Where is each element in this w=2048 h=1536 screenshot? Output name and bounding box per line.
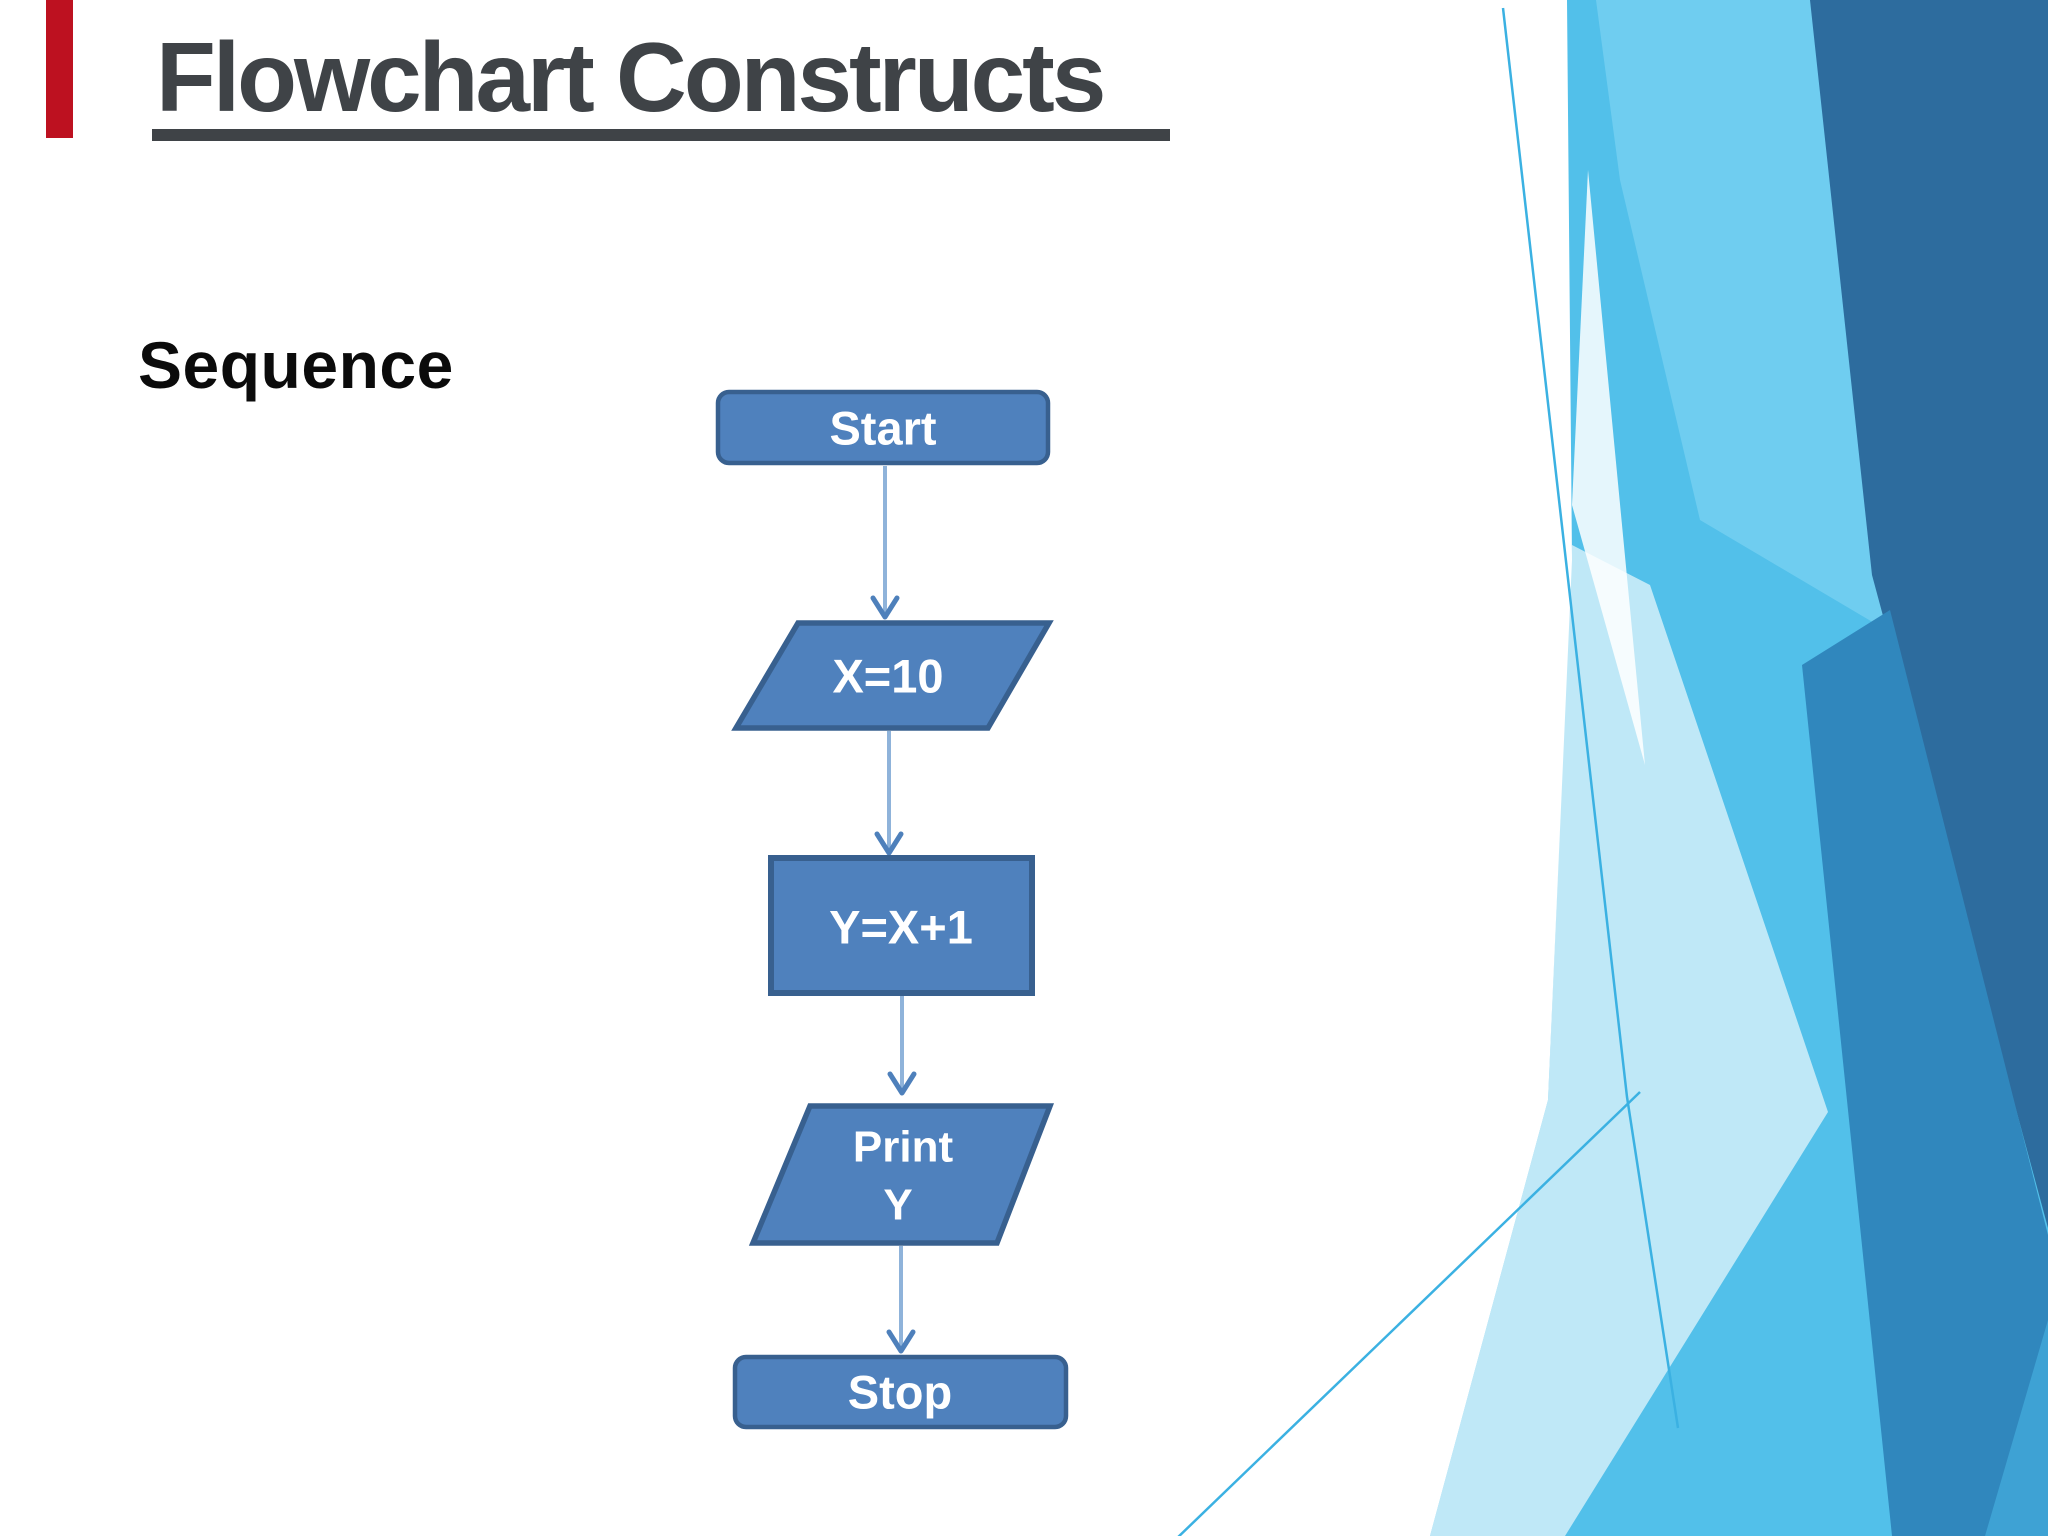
flowchart-node-stop: Stop — [732, 1354, 1069, 1430]
node-label-line2: Y — [883, 1181, 912, 1230]
flow-arrow-2 — [874, 731, 904, 856]
flow-arrow-3 — [887, 996, 917, 1096]
flowchart-node-process: Y=X+1 — [768, 855, 1035, 996]
terminator-shape — [715, 389, 1051, 466]
background-decoration — [1177, 0, 2048, 1536]
flowchart: Start X=10 Y=X+1 Print Y Stop — [715, 389, 1069, 1430]
node-label: Stop — [848, 1366, 952, 1419]
flowchart-node-output: Print Y — [748, 1103, 1055, 1246]
arrow-head-icon — [870, 595, 900, 620]
parallelogram-shape — [731, 620, 1054, 731]
title-underline — [152, 129, 1170, 141]
arrow-head-icon — [874, 831, 904, 856]
flowchart-node-start: Start — [715, 389, 1051, 466]
node-label: X=10 — [832, 650, 943, 703]
decor-white-sliver — [1572, 170, 1645, 765]
terminator-shape — [732, 1354, 1069, 1430]
decor-thin-line-diagonal — [1177, 1091, 1641, 1536]
process-shape — [768, 855, 1035, 996]
red-indicator-bar — [46, 0, 73, 138]
flowchart-node-input: X=10 — [731, 620, 1054, 731]
decor-sky-light-band — [1596, 0, 1886, 630]
section-label: Sequence — [138, 328, 454, 402]
arrow-head-icon — [887, 1071, 917, 1096]
node-label: Y=X+1 — [829, 901, 973, 954]
node-label: Print — [853, 1123, 954, 1172]
flow-arrow-1 — [870, 466, 900, 620]
arrow-head-icon — [886, 1329, 916, 1354]
decor-medium-band — [1802, 610, 2048, 1536]
decor-corner-light — [1985, 1320, 2048, 1536]
node-label: Start — [829, 402, 936, 455]
flow-arrow-4 — [886, 1246, 916, 1354]
decor-pale-overlay — [1430, 545, 1828, 1536]
page-title: Flowchart Constructs — [156, 22, 1106, 132]
decor-navy-wedge — [1810, 0, 2048, 1228]
parallelogram-shape — [748, 1103, 1055, 1246]
decor-thin-line-vertical — [1501, 7, 1680, 1429]
